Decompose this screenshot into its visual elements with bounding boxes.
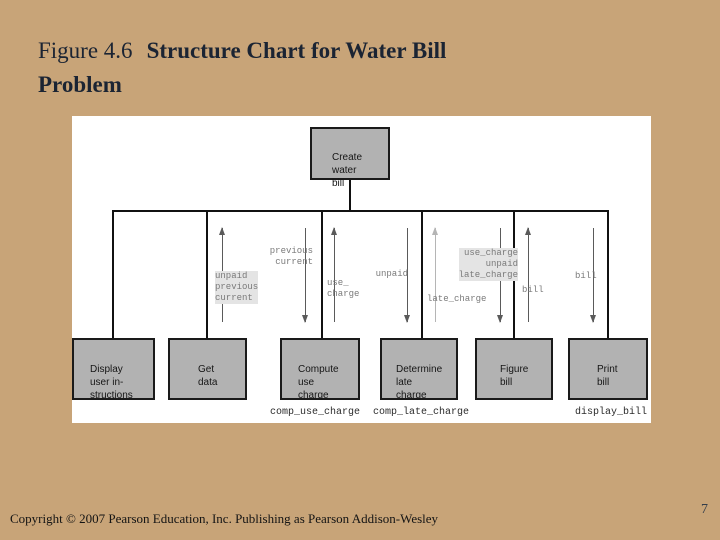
title-main-text: Structure Chart for Water Bill [146,38,447,63]
arrow-up-late-charge [432,227,438,322]
title-line-2: Problem [38,72,122,97]
module-label: Figure bill [500,364,529,388]
arrow-label-bill-down: bill [575,271,597,281]
page-title: Figure 4.6 Structure Chart for Water Bill… [38,34,446,102]
arrow-label-use-charge: use_ charge [327,278,360,299]
arrow-down-unpaid [404,228,410,323]
connector-line-determine [421,210,423,338]
diagram-panel: Create water bill previous current unpai… [72,116,651,423]
module-label: Determine late charge [396,364,443,401]
module-box-compute-use-charge: Compute use charge [280,338,360,401]
sub-label-display-bill: display_bill [574,407,647,418]
module-label: Compute use charge [298,364,339,401]
arrow-label-unpaid-previous-current: unpaid previous current [215,271,259,304]
root-connector-line [349,180,351,210]
module-box-display-user-instructions: Display user in- structions [72,338,155,401]
module-label: Print bill [597,364,618,388]
figure-number: Figure 4.6 [38,38,133,63]
arrow-up-use-charge [331,227,337,322]
sub-label-comp-use-charge: comp_use_charge [269,407,360,418]
connector-line-get-data [206,210,208,338]
copyright-text: Copyright © 2007 Pearson Education, Inc.… [10,511,439,526]
page-number: 7 [701,502,708,517]
module-label: Get data [198,364,218,388]
module-label: Display user in- structions [90,364,133,401]
arrow-label-late-charge: late_charge [427,294,487,304]
arrow-label-previous-current: previous current [269,246,313,267]
module-box-figure-bill: Figure bill [475,338,553,400]
sub-label-comp-late-charge: comp_late_charge [373,407,470,418]
arrow-up-bill [525,227,531,322]
module-box-determine-late-charge: Determine late charge [380,338,458,401]
connector-line-print [607,210,609,338]
arrow-label-bill-up: bill [522,285,544,295]
arrow-label-unpaid: unpaid [375,269,408,279]
arrow-down-bill [590,228,596,323]
module-label: Create water bill [332,152,363,189]
connector-line-display [112,210,114,338]
arrow-label-use-unpaid-late: use_charge unpaid late_charge [458,248,518,281]
tree-horizontal-line [112,210,609,212]
module-box-print-bill: Print bill [568,338,648,400]
connector-line-compute [321,210,323,338]
title-line-1: Figure 4.6 Structure Chart for Water Bill [38,34,446,68]
module-box-get-data: Get data [168,338,247,400]
module-box-create-water-bill: Create water bill [310,127,390,189]
arrow-down-previous-current [302,228,308,323]
